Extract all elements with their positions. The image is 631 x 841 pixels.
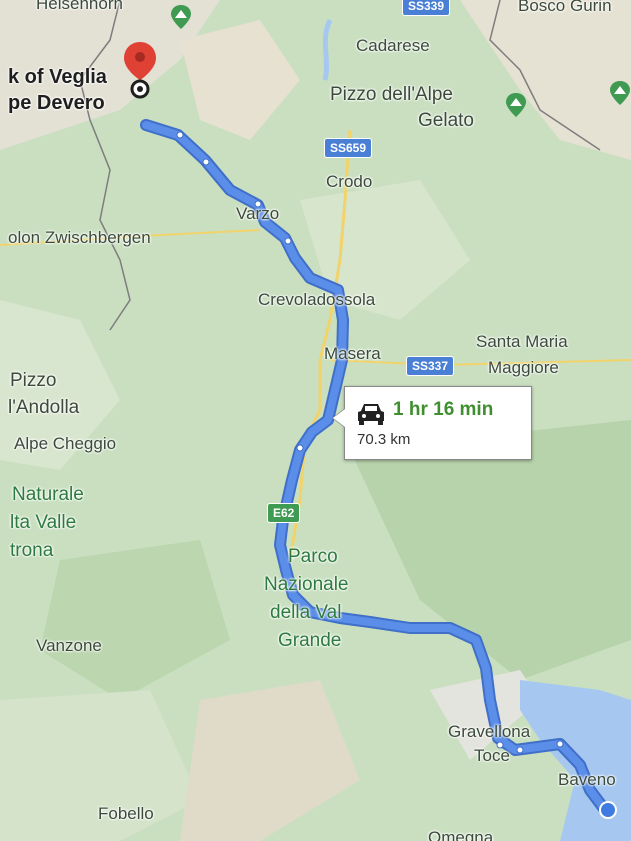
place-label-varzo: Varzo xyxy=(236,204,280,223)
park-label-alta-valle: lta Valle xyxy=(10,512,77,533)
road-shield-e62: E62 xyxy=(267,503,301,523)
mountain-peak-icon xyxy=(171,5,191,29)
park-label-nazionale: Nazionale xyxy=(264,574,349,595)
car-icon xyxy=(358,404,384,425)
place-label-omegna: Omegna xyxy=(428,828,494,841)
park-label-parco: Parco xyxy=(288,546,338,567)
park-label-naturale: Naturale xyxy=(12,484,84,505)
route-info-card[interactable]: 1 hr 16 min 70.3 km xyxy=(332,386,532,460)
place-label-gelato: Gelato xyxy=(418,110,474,131)
place-label-vanzone: Vanzone xyxy=(36,636,102,655)
park-label-della-val: della Val xyxy=(270,602,342,623)
place-label-maggiore: Maggiore xyxy=(488,358,559,377)
place-label-masera: Masera xyxy=(324,344,381,363)
place-label-pizzo-andolla: Pizzo xyxy=(10,370,57,391)
place-label-andolla: l'Andolla xyxy=(8,397,80,418)
place-label-cadarese: Cadarese xyxy=(356,36,430,55)
place-label-zwischbergen: olon Zwischbergen xyxy=(8,228,151,247)
park-label-grande: Grande xyxy=(278,630,342,651)
mountain-peak-icon xyxy=(506,93,526,117)
place-label-gravellona: Gravellona xyxy=(448,722,531,741)
place-label-crodo: Crodo xyxy=(326,172,373,191)
place-label-heisenhorn: Heisenhorn xyxy=(36,0,123,13)
route-duration: 1 hr 16 min xyxy=(393,399,494,420)
place-label-alpe-cheggio: Alpe Cheggio xyxy=(14,434,117,453)
place-label-crevoladossola: Crevoladossola xyxy=(258,290,376,309)
route-distance: 70.3 km xyxy=(357,431,411,448)
park-label-antrona: trona xyxy=(10,540,54,561)
road-shield-ss339: SS339 xyxy=(402,0,451,16)
place-label-veglia: k of Veglia xyxy=(8,66,107,88)
place-label-bosco-gurin: Bosco Gurin xyxy=(518,0,612,15)
road-shield-ss659: SS659 xyxy=(324,138,373,158)
map-pin-icon[interactable] xyxy=(122,40,158,100)
place-label-fobello: Fobello xyxy=(98,804,154,823)
place-label-santa-maria: Santa Maria xyxy=(476,332,568,351)
place-label-toce: Toce xyxy=(474,746,510,765)
place-label-pizzo-alpe: Pizzo dell'Alpe xyxy=(330,84,453,105)
road-shield-ss337: SS337 xyxy=(406,356,455,376)
place-label-baveno: Baveno xyxy=(558,770,616,789)
place-label-devero: pe Devero xyxy=(8,92,105,114)
mountain-peak-icon xyxy=(610,81,630,105)
